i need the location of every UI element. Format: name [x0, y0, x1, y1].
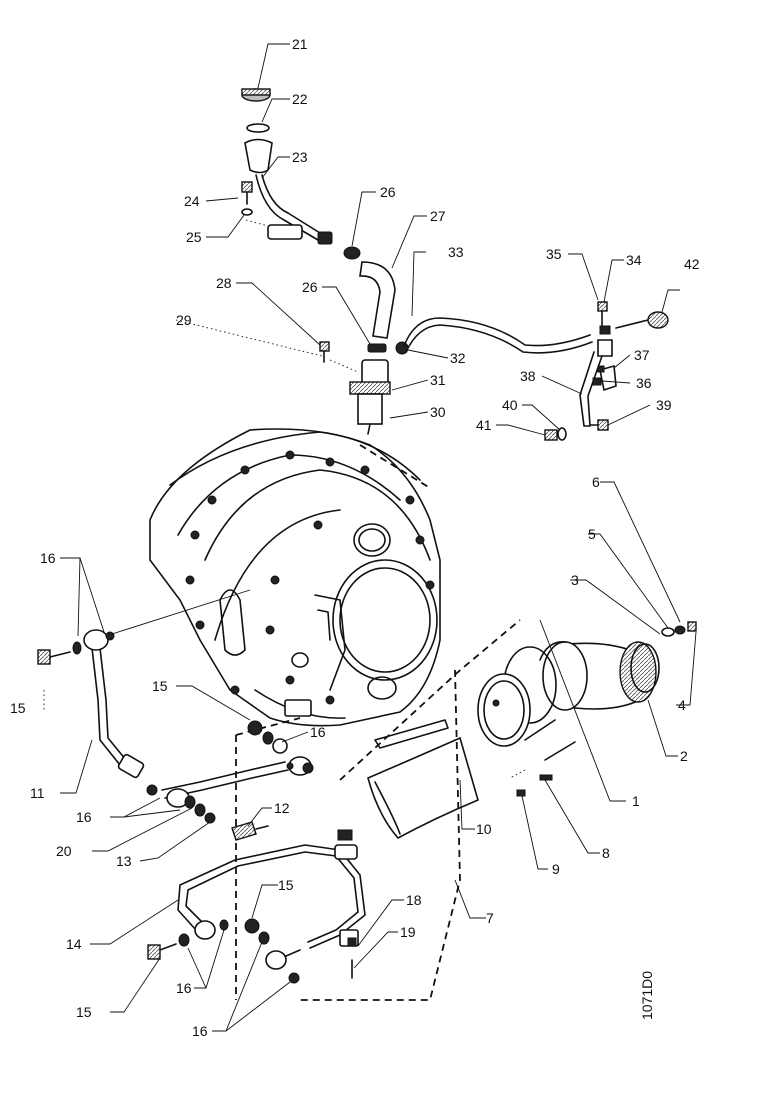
clamp-18-19: [337, 829, 359, 979]
callout-5: 5: [588, 526, 596, 542]
callout-7: 7: [486, 910, 494, 926]
callout-28: 28: [216, 275, 232, 291]
hose-27: [359, 261, 396, 339]
callout-38: 38: [520, 368, 536, 384]
fasteners-3-6: [661, 621, 697, 637]
callout-14: 14: [66, 936, 82, 952]
callout-29: 29: [176, 312, 192, 328]
seal-ring-22: [246, 123, 270, 133]
heat-shield-7-10: [367, 719, 479, 840]
banjo-16a: [72, 629, 115, 655]
callout-8: 8: [602, 845, 610, 861]
pipe-33: [403, 317, 593, 354]
callout-30: 30: [430, 404, 446, 420]
callout-22: 22: [292, 91, 308, 107]
callout-20: 20: [56, 843, 72, 859]
callout-16c: 16: [76, 809, 92, 825]
callout-27: 27: [430, 208, 446, 224]
callout-36: 36: [636, 375, 652, 391]
callout-labels: 1 2 3 4 5 6 7 8 9 10 11 12 13 14 15 15 1…: [10, 36, 700, 1039]
callout-39: 39: [656, 397, 672, 413]
fitting-15b-16c: [247, 720, 314, 774]
bolt-8-9: [509, 769, 553, 797]
callout-33: 33: [448, 244, 464, 260]
callout-3: 3: [571, 572, 579, 588]
callout-32: 32: [450, 350, 466, 366]
fittings-13-16b: [184, 795, 216, 824]
bolt-24: [241, 181, 253, 205]
washer-nut-40-41: [544, 427, 567, 441]
end-cap-2: [619, 641, 660, 703]
banjo-15d-16e: [244, 918, 301, 984]
bolt-15a: [37, 649, 71, 665]
callout-25: 25: [186, 229, 202, 245]
callout-42: 42: [684, 256, 700, 272]
callout-11: 11: [30, 785, 45, 801]
callout-31: 31: [430, 372, 446, 388]
filler-cap-21: [241, 88, 271, 102]
callout-6: 6: [592, 474, 600, 490]
silencer-body-1: [477, 641, 641, 761]
callout-40: 40: [502, 397, 518, 413]
callout-19: 19: [400, 924, 416, 940]
callout-9: 9: [552, 861, 560, 877]
callout-1: 1: [632, 793, 640, 809]
callout-35: 35: [546, 246, 562, 262]
callout-24: 24: [184, 193, 200, 209]
valve-body-30-31: [349, 359, 391, 435]
callout-15c: 15: [278, 877, 294, 893]
filler-tube-23: [244, 138, 333, 245]
callout-15a: 15: [10, 700, 26, 716]
callout-16a: 16: [40, 550, 56, 566]
callout-16e: 16: [192, 1023, 208, 1039]
callout-26b: 26: [302, 279, 318, 295]
leader-lines: [43, 43, 697, 1032]
sensor-12: [231, 821, 269, 841]
sensor-42: [615, 311, 669, 329]
callout-13: 13: [116, 853, 132, 869]
callout-34: 34: [626, 252, 642, 268]
callout-12: 12: [274, 800, 290, 816]
pipe-11: [91, 647, 145, 779]
bolt-39: [589, 419, 609, 431]
nut-34: [599, 325, 611, 335]
drawing-code: 1071D0: [639, 971, 655, 1020]
callout-41: 41: [476, 417, 492, 433]
callout-10: 10: [476, 821, 492, 837]
callout-18: 18: [406, 892, 422, 908]
pipe-14: [177, 844, 366, 949]
callout-16d: 16: [176, 980, 192, 996]
washer-25: [241, 208, 253, 216]
main-housing: [149, 428, 441, 727]
hose-clip-26b: [367, 343, 387, 353]
callout-21: 21: [292, 36, 308, 52]
callout-15b: 15: [152, 678, 168, 694]
clip-36-37: [592, 365, 605, 386]
callout-2: 2: [680, 748, 688, 764]
callout-37: 37: [634, 347, 650, 363]
bolt-28-29: [319, 341, 359, 373]
callout-16b: 16: [310, 724, 326, 740]
callout-15d: 15: [76, 1004, 92, 1020]
callout-26a: 26: [380, 184, 396, 200]
callout-4: 4: [678, 697, 686, 713]
banjo-15c-16d: [147, 919, 229, 960]
bolt-35: [597, 301, 608, 326]
hose-clip-26a: [343, 246, 361, 260]
callout-23: 23: [292, 149, 308, 165]
